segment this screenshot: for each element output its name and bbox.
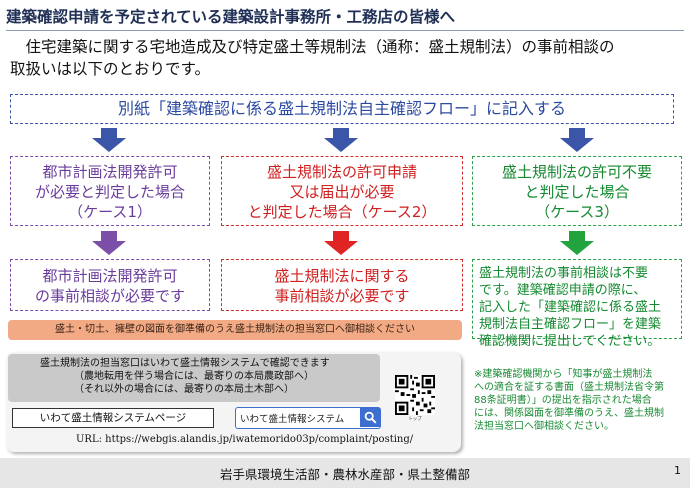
system-url[interactable]: URL: https://webgis.alandis.jp/iwatemori… (76, 434, 414, 445)
case-3-line: （ケース3） (535, 203, 619, 221)
note-line: には、関係図面を御準備のうえ、盛土規制 (474, 408, 664, 419)
case-3-box: 盛土規制法の許可不要 と判定した場合 （ケース3） (472, 156, 682, 226)
result-3-line: 盛土規制法の事前相談は不要 (479, 266, 649, 281)
arrow-down-icon (324, 128, 358, 152)
result-2-line: 盛土規制法に関する (274, 267, 410, 285)
case-2-line: 又は届出が必要 (289, 183, 395, 201)
case-1-line: （ケース1） (68, 203, 152, 221)
result-3-line: 確認機関に提出してください。 (479, 334, 661, 349)
result-1-line: の事前相談が必要です (34, 287, 185, 305)
case-3-line: 盛土規制法の許可不要 (501, 163, 652, 181)
contact-line: （それ以外の場合には、最寄りの本局土木部へ） (74, 384, 294, 395)
search-box[interactable]: いわて盛土情報システム (235, 407, 381, 429)
qr-caption: トップ (408, 417, 422, 422)
arrow-down-icon (560, 128, 594, 152)
contact-line: （農地転用を伴う場合には、最寄りの本局農政部へ） (74, 371, 314, 382)
search-input[interactable]: いわて盛土情報システム (240, 414, 345, 425)
arrow-down-icon (92, 128, 126, 152)
case-1-box: 都市計画法開発許可 が必要と判定した場合 （ケース1） (10, 156, 210, 226)
footer-bar (0, 458, 690, 488)
intro-line-1: 住宅建築に関する宅地造成及び特定盛土等規制法（通称：盛土規制法）の事前相談の (10, 38, 615, 56)
case-1-line: が必要と判定した場合 (34, 183, 185, 201)
result-3-line: 規制法自主確認フロー」を建築 (479, 317, 662, 332)
intro-line-2: 取扱いは以下のとおりです。 (10, 60, 210, 78)
system-page-label: いわて盛土情報システムページ (12, 408, 214, 428)
page-number: 1 (674, 464, 681, 477)
note-line: ※建築確認機関から「知事が盛土規制法 (474, 369, 653, 380)
result-2-box: 盛土規制法に関する 事前相談が必要です (221, 259, 463, 311)
note-line: 法担当窓口へ御相談ください。 (474, 421, 614, 432)
note-line: への適合を証する書面（盛土規制法省令第 (474, 382, 664, 393)
contact-line: 盛土規制法の担当窓口はいわて盛土情報システムで確認できます (40, 358, 330, 369)
result-1-box: 都市計画法開発許可 の事前相談が必要です (10, 259, 210, 311)
arrow-down-icon (560, 231, 594, 255)
search-icon (364, 411, 377, 424)
intro-text: 住宅建築に関する宅地造成及び特定盛土等規制法（通称：盛土規制法）の事前相談の 取… (10, 36, 686, 80)
flow-banner: 別紙「建築確認に係る盛土規制法自主確認フロー」に記入する (10, 94, 674, 124)
qr-code-icon (395, 375, 435, 415)
case-2-box: 盛土規制法の許可申請 又は届出が必要 と判定した場合（ケース2） (221, 156, 463, 226)
search-button[interactable] (360, 408, 380, 427)
case-1-line: 都市計画法開発許可 (42, 163, 178, 181)
arrow-down-icon (92, 231, 126, 255)
case-2-line: 盛土規制法の許可申請 (266, 163, 417, 181)
arrow-down-icon (324, 231, 358, 255)
result-3-line: 記入した「建築確認に係る盛土 (479, 300, 662, 315)
contact-info: 盛土規制法の担当窓口はいわて盛土情報システムで確認できます （農地転用を伴う場合… (8, 354, 380, 402)
result-3-line: です。建築確認申請の際に、 (479, 283, 647, 298)
page-title: 建築確認申請を予定されている建築設計事務所・工務店の皆様へ (6, 8, 456, 26)
note-line: 88条証明書）」の提出を指示された場合 (474, 395, 652, 406)
result-1-line: 都市計画法開発許可 (42, 267, 178, 285)
footer-departments: 岩手県環境生活部・農林水産部・県土整備部 (219, 467, 470, 482)
result-3-box: 盛土規制法の事前相談は不要 です。建築確認申請の際に、 記入した「建築確認に係る… (472, 259, 682, 349)
side-note: ※建築確認機関から「知事が盛土規制法 への適合を証する書面（盛土規制法省令第 8… (474, 368, 688, 433)
case-3-line: と判定した場合 (524, 183, 630, 201)
case-2-line: と判定した場合（ケース2） (247, 203, 437, 221)
title-rule (6, 30, 684, 31)
consultation-note: 盛土・切土、擁壁の図面を御準備のうえ盛土規制法の担当窓口へ御相談ください (8, 320, 462, 340)
result-2-line: 事前相談が必要です (274, 287, 410, 305)
